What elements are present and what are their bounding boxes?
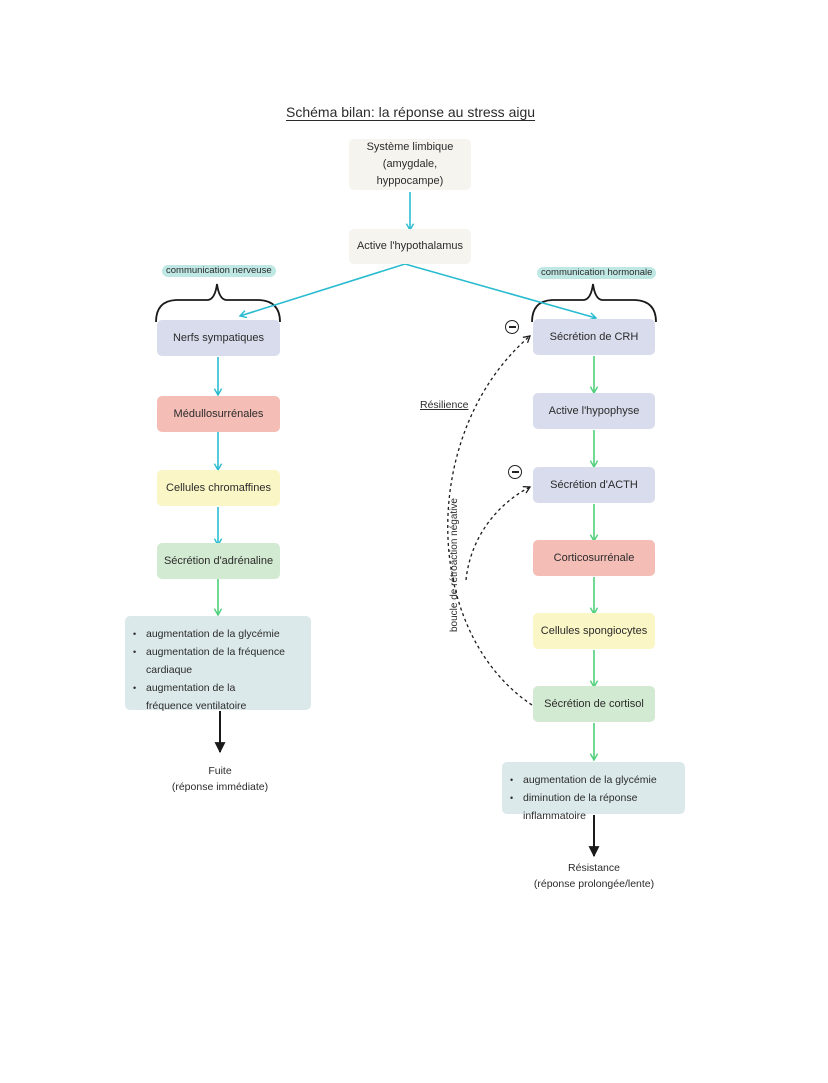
left-effect-item: augmentation de la fréquence ventilatoir… xyxy=(133,679,301,715)
node-cortisol-secretion: Sécrétion de cortisol xyxy=(533,686,655,722)
feedback-loop-to-acth xyxy=(465,486,532,581)
node-sympathetic-nerves: Nerfs sympatiques xyxy=(157,320,280,356)
node-chromaffin-cells: Cellules chromaffines xyxy=(157,470,280,506)
node-adrenaline-secretion: Sécrétion d'adrénaline xyxy=(157,543,280,579)
left-effects-box: augmentation de la glycémie augmentation… xyxy=(125,616,311,712)
feedback-loop-to-crh xyxy=(447,335,533,706)
left-effect-item: augmentation de la fréquence cardiaque xyxy=(133,643,301,679)
left-effects-list: augmentation de la glycémie augmentation… xyxy=(133,625,301,715)
label-resilience: Résilience xyxy=(420,399,469,411)
outcome-resistance: Résistance (réponse prolongée/lente) xyxy=(533,862,655,890)
right-effect-item: augmentation de la glycémie xyxy=(510,771,675,789)
brace-left xyxy=(155,283,281,323)
node-spongiocytes: Cellules spongiocytes xyxy=(533,613,655,649)
right-effects-box: augmentation de la glycémie diminution d… xyxy=(502,762,685,822)
node-crh-secretion: Sécrétion de CRH xyxy=(533,319,655,355)
minus-sign-icon xyxy=(508,465,522,479)
minus-sign-icon xyxy=(505,320,519,334)
arrow-hypothalamus-to-crh xyxy=(404,263,598,321)
right-effects-list: augmentation de la glycémie diminution d… xyxy=(510,771,675,825)
tag-nervous-communication: communication nerveuse xyxy=(162,265,276,277)
brace-right xyxy=(531,283,657,323)
tag-hormonal-communication: communication hormonale xyxy=(537,267,657,279)
page-title: Schéma bilan: la réponse au stress aigu xyxy=(286,104,536,120)
right-effect-item: diminution de la réponse inflammatoire xyxy=(510,789,675,825)
node-pituitary: Active l'hypophyse xyxy=(533,393,655,429)
left-effect-item: augmentation de la glycémie xyxy=(133,625,301,643)
node-hypothalamus: Active l'hypothalamus xyxy=(349,229,471,264)
outcome-flight: Fuite (réponse immédiate) xyxy=(171,765,269,793)
node-adrenal-medulla: Médullosurrénales xyxy=(157,396,280,432)
node-acth-secretion: Sécrétion d'ACTH xyxy=(533,467,655,503)
node-adrenal-cortex: Corticosurrénale xyxy=(533,540,655,576)
arrow-hypothalamus-to-sympathetic xyxy=(238,263,406,319)
node-limbic-system: Système limbique (amygdale, hyppocampe) xyxy=(349,139,471,190)
label-negative-feedback-loop: boucle de rétroaction négative xyxy=(449,498,460,632)
